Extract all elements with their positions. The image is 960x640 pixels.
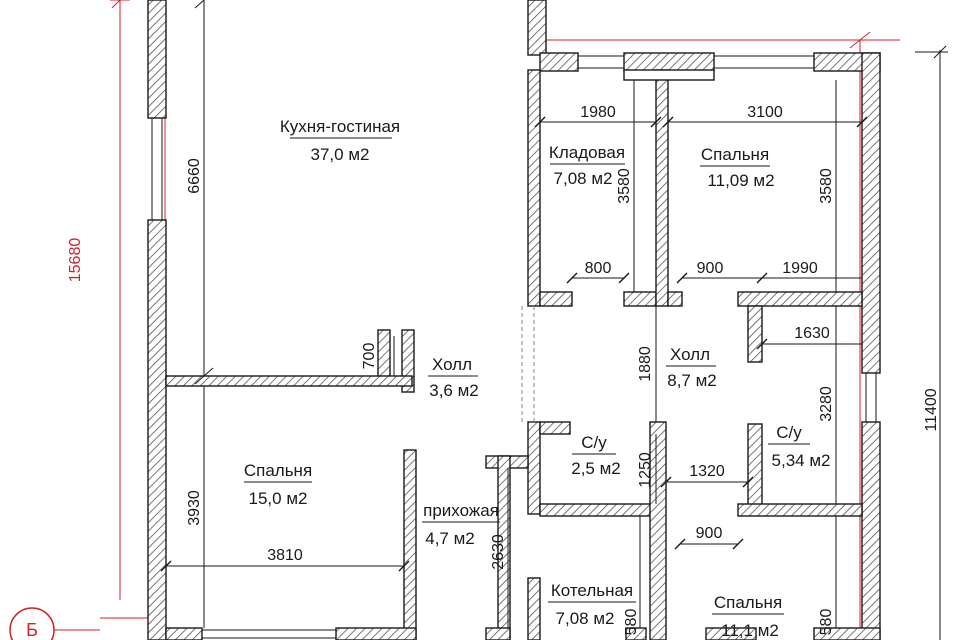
room-name-pantry: Кладовая (549, 143, 625, 162)
room-area-bedroom-ne: 11,09 м2 (707, 171, 774, 190)
room-area-hall-big: 8,7 м2 (667, 371, 717, 390)
dim-1980: 1980 (580, 104, 616, 121)
dimension-labels: 1980 3100 6660 3580 3580 800 900 1990 70… (186, 104, 835, 635)
room-area-bedroom-se: 11,1 м2 (721, 621, 779, 640)
room-name-kitchen: Кухня-гостиная (280, 117, 400, 136)
room-name-entry: прихожая (423, 501, 499, 520)
room-name-bedroom-w: Спальня (244, 461, 312, 480)
room-area-hall-small: 3,6 м2 (429, 381, 479, 400)
dim-900-bottom: 900 (696, 525, 723, 542)
room-name-boiler: Котельная (551, 581, 633, 600)
room-name-hall-small: Холл (432, 355, 472, 374)
windows (151, 55, 877, 639)
room-area-kitchen: 37,0 м2 (311, 145, 370, 164)
dimension-ticks (160, 116, 868, 572)
walls (147, 0, 881, 640)
room-name-hall-big: Холл (670, 345, 710, 364)
dim-1320: 1320 (689, 463, 725, 480)
dim-3280: 3280 (818, 386, 835, 422)
room-area-pantry: 7,08 м2 (554, 169, 613, 188)
dim-1630: 1630 (794, 325, 830, 342)
axis-marker-label: Б (26, 620, 38, 640)
dimension-lines (166, 0, 862, 628)
dim-800: 800 (585, 260, 612, 277)
room-area-boiler: 7,08 м2 (556, 609, 615, 628)
dim-700: 700 (361, 343, 378, 370)
room-name-bedroom-se: Спальня (714, 593, 782, 612)
dim-580-bedroom: 580 (818, 609, 835, 636)
room-area-bath1: 2,5 м2 (571, 459, 621, 478)
dim-1250: 1250 (637, 452, 654, 488)
room-labels: Кухня-гостиная 37,0 м2 Кладовая 7,08 м2 … (244, 117, 831, 640)
dim-3580-pantry: 3580 (616, 168, 633, 204)
room-name-bath1: С/у (581, 433, 607, 452)
room-area-entry: 4,7 м2 (425, 529, 475, 548)
dim-900-top: 900 (697, 260, 724, 277)
right-overall-line (915, 45, 948, 640)
dim-3930: 3930 (186, 490, 203, 526)
dim-3100: 3100 (747, 104, 783, 121)
dim-580-boiler: 580 (623, 609, 640, 636)
overall-length-left: 15680 (67, 238, 84, 283)
dim-1880: 1880 (637, 346, 654, 382)
dim-2630: 2630 (490, 534, 507, 570)
room-area-bath2: 5,34 м2 (772, 451, 831, 470)
room-area-bedroom-w: 15,0 м2 (249, 489, 308, 508)
open-partition (521, 306, 535, 422)
dim-3810: 3810 (267, 547, 303, 564)
room-name-bedroom-ne: Спальня (701, 145, 769, 164)
dim-6660: 6660 (186, 158, 203, 194)
dim-1990: 1990 (782, 260, 818, 277)
overall-length-right: 11400 (923, 388, 940, 431)
dim-3580-bedroom: 3580 (818, 168, 835, 204)
room-name-bath2: С/у (776, 423, 802, 442)
